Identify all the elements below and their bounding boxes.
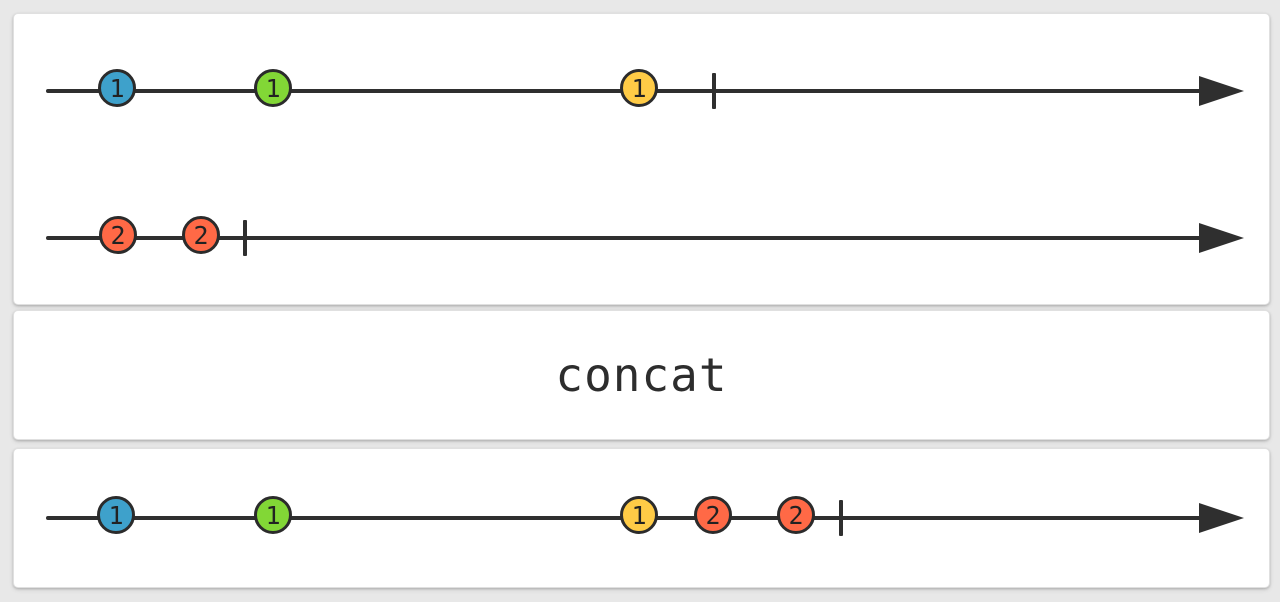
timeline-arrowhead-icon [1199,503,1244,533]
marble-red-2: 2 [694,496,732,534]
timeline-line [46,236,1206,240]
operator-label: concat [555,348,728,402]
complete-marker [839,500,843,536]
source-observables-panel: 1 1 1 2 2 [13,13,1270,305]
marble-red-2: 2 [777,496,815,534]
marble-green-1: 1 [254,496,292,534]
timeline-arrowhead-icon [1199,76,1244,106]
marble-yellow-1: 1 [620,496,658,534]
operator-box: concat [13,310,1270,440]
marble-green-1[interactable]: 1 [254,69,292,107]
marble-blue-1[interactable]: 1 [98,69,136,107]
marble-red-2[interactable]: 2 [99,216,137,254]
complete-marker[interactable] [243,220,247,256]
marble-yellow-1[interactable]: 1 [620,69,658,107]
timeline-arrowhead-icon [1199,223,1244,253]
marble-blue-1: 1 [97,496,135,534]
marble-red-2[interactable]: 2 [182,216,220,254]
complete-marker[interactable] [712,73,716,109]
